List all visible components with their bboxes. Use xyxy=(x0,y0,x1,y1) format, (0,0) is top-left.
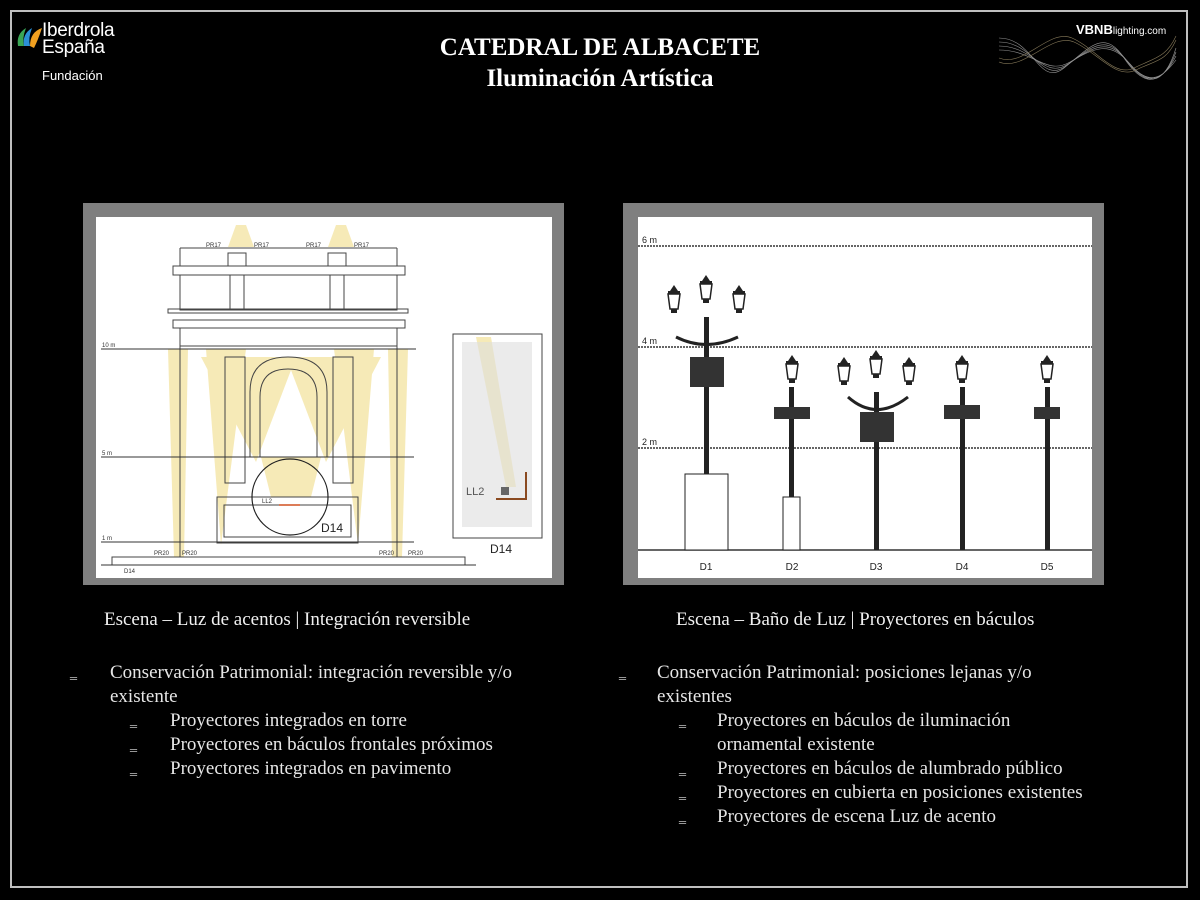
bullet-icon: ‗ xyxy=(679,761,686,776)
facade-elevation-drawing: 10 m 5 m 1 m PR17 PR17 PR17 PR17 PR20 PR… xyxy=(101,225,543,575)
detail-label: D14 xyxy=(321,521,343,535)
fixture-label: PR17 xyxy=(354,243,370,249)
title-line-1: CATEDRAL DE ALBACETE xyxy=(439,34,761,61)
fixture-label: PR17 xyxy=(254,243,270,249)
logo-text: VBNB xyxy=(1076,22,1113,37)
lamppost-elevation-drawing: 6 m 4 m 2 m xyxy=(638,235,1092,573)
fixture-label: PR20 xyxy=(154,551,170,557)
sub-bullet-text: Proyectores en báculos frontales próximo… xyxy=(170,734,493,755)
fixture-label: LL2 xyxy=(262,499,273,505)
list-item: ‗ Proyectores en cubierta en posiciones e… xyxy=(679,781,1117,805)
bullet-text: Conservación Patrimonial: integración re… xyxy=(110,662,513,707)
wave-graphic xyxy=(998,35,1177,80)
slide-border xyxy=(10,10,1188,888)
height-label: 6 m xyxy=(642,235,657,245)
vbnb-logo: VBNBlighting.com xyxy=(994,18,1180,90)
leaf-icon xyxy=(17,28,42,48)
logo-text: lighting.com xyxy=(1112,26,1167,37)
height-label: 10 m xyxy=(102,343,115,349)
fixture-label: PR17 xyxy=(306,243,322,249)
height-label: 2 m xyxy=(642,437,657,447)
lamppost-d4 xyxy=(944,354,980,550)
bullet-icon: ‗ xyxy=(130,761,137,776)
light-bath-drawing-frame: 6 m 4 m 2 m xyxy=(623,203,1104,585)
list-item: ‗ Proyectores en báculos de iluminación o… xyxy=(679,709,1047,757)
list-item: ‗ Proyectores en báculos frontales próxim… xyxy=(130,733,560,757)
fixture-label: PR20 xyxy=(379,551,395,557)
detail-title: D14 xyxy=(490,542,512,556)
accent-light-drawing-frame: 10 m 5 m 1 m PR17 PR17 PR17 PR17 PR20 PR… xyxy=(83,203,564,585)
post-label: D1 xyxy=(700,562,713,573)
lamppost-d2 xyxy=(774,354,810,551)
height-label: 1 m xyxy=(102,536,112,542)
logo-text: España xyxy=(42,37,105,58)
right-caption: Escena – Baño de Luz | Proyectores en bá… xyxy=(676,609,1035,630)
logo-subtext: Fundación xyxy=(42,68,103,83)
list-item: ‗ Conservación Patrimonial: posiciones le… xyxy=(619,661,1087,709)
page-title: CATEDRAL DE ALBACETE Iluminación Artísti… xyxy=(0,32,1200,94)
bullet-text: Conservación Patrimonial: posiciones lej… xyxy=(657,662,1032,707)
lamppost-d1 xyxy=(667,274,746,551)
bullet-icon: ‗ xyxy=(70,665,77,680)
bullet-icon: ‗ xyxy=(679,785,686,800)
title-line-2: Iluminación Artística xyxy=(486,65,714,92)
lamppost-d3 xyxy=(837,349,916,550)
logo-text: Iberdrola xyxy=(42,20,115,41)
fixture-label: PR20 xyxy=(408,551,424,557)
fixture-label: PR17 xyxy=(206,243,222,249)
list-item: ‗ Proyectores integrados en pavimento xyxy=(130,757,560,781)
list-item: ‗ Proyectores de escena Luz de acento xyxy=(679,805,1117,829)
post-label: D5 xyxy=(1041,562,1054,573)
sub-bullet-text: Proyectores en cubierta en posiciones ex… xyxy=(717,782,1083,803)
sub-bullet-text: Proyectores en báculos de iluminación or… xyxy=(717,710,1011,755)
bullet-icon: ‗ xyxy=(130,737,137,752)
post-label: D3 xyxy=(870,562,883,573)
bullet-icon: ‗ xyxy=(619,665,626,680)
height-label: 5 m xyxy=(102,451,112,457)
left-caption: Escena – Luz de acentos | Integración re… xyxy=(104,609,471,630)
post-label: D4 xyxy=(956,562,969,573)
sub-bullet-text: Proyectores integrados en pavimento xyxy=(170,758,452,779)
list-item: ‗ Proyectores en báculos de alumbrado púb… xyxy=(679,757,1117,781)
sub-bullet-text: Proyectores de escena Luz de acento xyxy=(717,806,997,827)
sub-bullet-text: Proyectores en báculos de alumbrado públ… xyxy=(717,758,1063,779)
detail-label: D14 xyxy=(124,569,136,575)
post-label: D2 xyxy=(786,562,799,573)
list-item: ‗ Conservación Patrimonial: integración r… xyxy=(70,661,560,709)
right-bullet-list: ‗ Conservación Patrimonial: posiciones le… xyxy=(619,661,1117,829)
bullet-icon: ‗ xyxy=(679,713,686,728)
detail-label: LL2 xyxy=(466,486,484,498)
list-item: ‗ Proyectores integrados en torre xyxy=(130,709,560,733)
lamppost-d5 xyxy=(1034,354,1060,550)
bullet-icon: ‗ xyxy=(130,713,137,728)
bullet-icon: ‗ xyxy=(679,809,686,824)
height-label: 4 m xyxy=(642,336,657,346)
sub-bullet-text: Proyectores integrados en torre xyxy=(170,710,407,731)
fixture-label: PR20 xyxy=(182,551,198,557)
left-bullet-list: ‗ Conservación Patrimonial: integración r… xyxy=(70,661,560,781)
